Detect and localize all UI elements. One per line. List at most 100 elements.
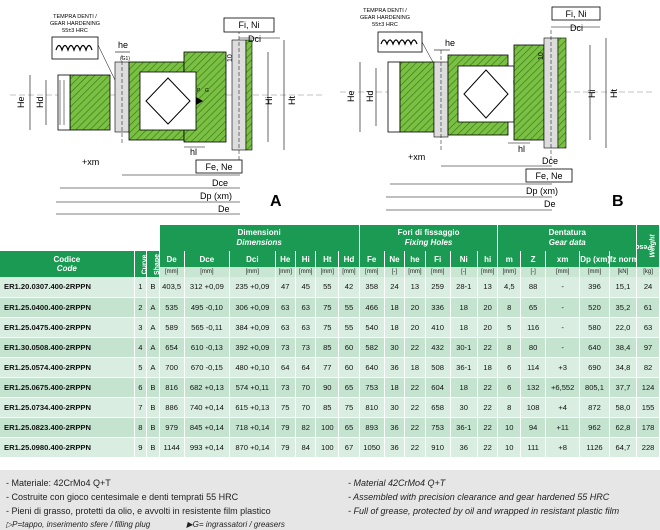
table-cell: 13 (477, 277, 499, 298)
table-cell: 47 (275, 277, 297, 298)
table-cell: B (146, 277, 160, 298)
table-cell: 65 (520, 297, 547, 318)
table-cell: 20 (404, 317, 426, 338)
table-cell: A (146, 297, 160, 318)
note-en-construction: - Assembled with precision clearance and… (348, 492, 610, 502)
table-cell: - (545, 317, 581, 338)
de-label: De (544, 199, 556, 209)
table-cell: 22 (477, 417, 499, 438)
table-cell: 432 (425, 337, 451, 358)
table-cell: 90 (315, 377, 340, 398)
table-cell: 37,7 (609, 377, 638, 398)
column-header-10: Ne (384, 251, 406, 267)
table-cell: - (545, 337, 581, 358)
table-cell: 64 (275, 357, 297, 378)
table-cell: 8 (497, 297, 522, 318)
cross-section-a: TEMPRA DENTI / GEAR HARDENING 55±3 HRC P… (10, 14, 325, 215)
table-cell: 962 (579, 417, 610, 438)
table-cell: 392 +0,09 (229, 337, 276, 358)
table-cell: 18 (384, 377, 406, 398)
table-cell: 845 +0,14 (184, 417, 231, 438)
dci-label: Dci (248, 34, 261, 44)
table-cell: 8 (134, 417, 148, 438)
column-header-1: Shape (146, 251, 160, 277)
table-cell: 753 (359, 377, 385, 398)
table-cell: 658 (425, 397, 451, 418)
gear-tooth-icon (55, 44, 93, 52)
table-cell: 604 (425, 377, 451, 398)
table-cell: 60 (338, 357, 360, 378)
table-cell: 13 (404, 277, 426, 298)
hd-label: Hd (35, 96, 45, 108)
table-cell: 30 (384, 337, 406, 358)
table-cell: 63 (275, 297, 297, 318)
gear-tooth-icon (380, 39, 418, 46)
table-cell: 18 (404, 357, 426, 378)
product-code-cell: ER1.20.0307.400-2RPPN (0, 277, 135, 298)
table-cell: 28-1 (450, 277, 478, 298)
table-cell: 574 +0,11 (229, 377, 276, 398)
table-cell: 870 +0,14 (229, 437, 276, 458)
table-cell: 97 (636, 337, 660, 358)
table-cell: 979 (159, 417, 185, 438)
table-cell: 384 +0,09 (229, 317, 276, 338)
table-cell: 63 (275, 317, 297, 338)
notes-section: - Materiale: 42CrMo4 Q+T - Costruite con… (0, 470, 660, 530)
table-cell: 42 (338, 277, 360, 298)
table-cell: 94 (520, 417, 547, 438)
table-cell: 259 (425, 277, 451, 298)
table-cell: 36-1 (450, 357, 478, 378)
table-cell: 73 (275, 337, 297, 358)
ball-raceway-icon (145, 77, 191, 125)
table-cell: 6 (497, 377, 522, 398)
table-cell: 124 (636, 377, 660, 398)
table-cell: 20 (477, 317, 499, 338)
table-cell: 70 (295, 377, 317, 398)
table-cell: 36 (450, 437, 478, 458)
table-cell: 111 (520, 437, 547, 458)
table-cell: 22 (404, 337, 426, 358)
table-cell: 466 (359, 297, 385, 318)
hi-label: Hi (587, 90, 597, 99)
he-label: He (16, 96, 26, 108)
de-label: De (218, 204, 230, 214)
table-cell: 535 (159, 297, 185, 318)
table-cell: B (146, 417, 160, 438)
table-cell: 306 +0,09 (229, 297, 276, 318)
table-cell: 30-1 (450, 337, 478, 358)
table-cell: 80 (520, 337, 547, 358)
column-header-0: Curve (134, 251, 148, 277)
table-cell: 1144 (159, 437, 185, 458)
table-cell: 36-1 (450, 417, 478, 438)
table-cell: 9 (134, 437, 148, 458)
table-cell: 22 (477, 337, 499, 358)
table-cell: 22,0 (609, 317, 638, 338)
unit-cell-8: [-] (384, 267, 406, 277)
unit-cell-15: [mm] (545, 267, 581, 277)
unit-cell-2: [mm] (229, 267, 276, 277)
table-cell: 654 (159, 337, 185, 358)
table-cell: 64,7 (609, 437, 638, 458)
table-cell: 35,2 (609, 297, 638, 318)
table-cell: 640 (579, 337, 610, 358)
table-cell: 100 (315, 417, 340, 438)
table-cell: 70 (295, 397, 317, 418)
unit-cell-4: [mm] (295, 267, 317, 277)
table-cell: 88 (520, 277, 547, 298)
table-cell: 36 (384, 437, 406, 458)
table-cell: 3 (134, 317, 148, 338)
table-cell: 60 (338, 337, 360, 358)
table-cell: 22 (404, 417, 426, 438)
note-en-grease: - Full of grease, protected by oil and w… (348, 506, 620, 516)
plug-label: P (197, 88, 201, 94)
product-code-cell: ER1.25.0734.400-2RPPN (0, 397, 135, 418)
table-cell: 6 (134, 377, 148, 398)
table-cell: 1050 (359, 437, 385, 458)
column-header-4: Dci (229, 251, 276, 267)
table-cell: 75 (315, 317, 340, 338)
hl-label: hl (190, 147, 197, 157)
note-it-construction: - Costruite con gioco centesimale e dent… (6, 492, 239, 502)
